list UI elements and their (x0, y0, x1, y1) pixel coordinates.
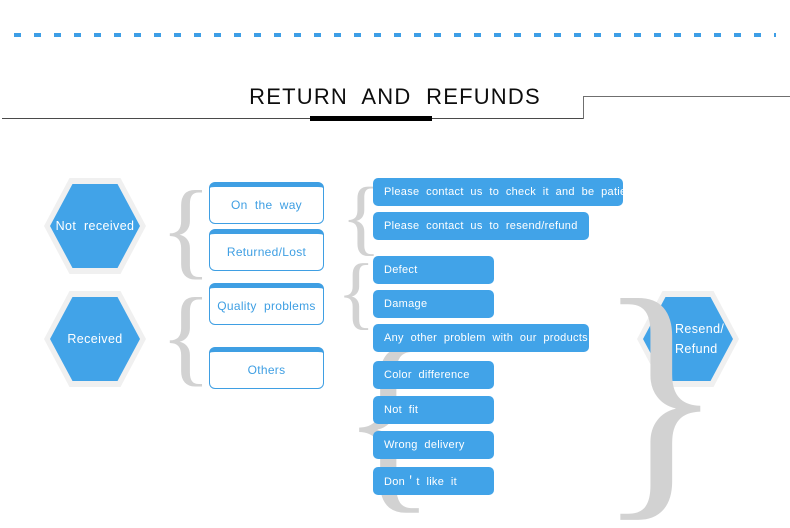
category-box-returned-lost[interactable]: Returned/Lost (209, 229, 324, 271)
issue-label: Not fit (384, 404, 419, 416)
category-label: Returned/Lost (226, 245, 307, 259)
brace-quality-issues: { (337, 253, 375, 333)
issue-box-wrong-delivery[interactable]: Wrong delivery (373, 431, 494, 459)
issue-box-dont-like-it[interactable]: Don＇t like it (373, 467, 494, 495)
action-label: Please contact us to check it and be pat… (384, 186, 637, 198)
issue-label: Damage (384, 298, 428, 310)
hexagon-received-label: Received (67, 332, 123, 346)
category-label: Quality problems (217, 299, 316, 313)
issue-label: Color difference (384, 369, 470, 381)
top-dotted-divider (14, 33, 776, 37)
issue-label: Wrong delivery (384, 439, 465, 451)
title-underline-right (583, 96, 790, 97)
brace-glyph: { (160, 277, 212, 396)
title-underline-step (583, 96, 584, 119)
resend-refund-line2: Refund (674, 342, 718, 356)
issue-label: Any other problem with our products (384, 332, 588, 344)
brace-resolution: { (596, 245, 725, 528)
hexagon-resend-refund[interactable]: Resend/ Refund (643, 297, 733, 381)
category-label: Others (247, 363, 286, 377)
issue-label: Defect (384, 264, 418, 276)
title-underline-left (2, 118, 584, 119)
action-box-contact-check[interactable]: Please contact us to check it and be pat… (373, 178, 636, 206)
issue-box-damage[interactable]: Damage (373, 290, 494, 318)
hexagon-not-received[interactable]: Not received (50, 184, 140, 268)
action-box-contact-resend[interactable]: Please contact us to resend/refund (373, 212, 589, 240)
brace-glyph: { (596, 245, 725, 528)
hexagon-not-received-label: Not received (55, 219, 135, 233)
brace-glyph: { (337, 249, 376, 337)
title-accent-bar (310, 116, 432, 121)
action-label: Please contact us to resend/refund (384, 220, 578, 232)
hexagon-received[interactable]: Received (50, 297, 140, 381)
brace-not-received: { (160, 176, 212, 284)
category-label: On the way (231, 198, 302, 212)
brace-glyph: { (160, 170, 212, 289)
issue-box-not-fit[interactable]: Not fit (373, 396, 494, 424)
issue-box-defect[interactable]: Defect (373, 256, 494, 284)
resend-refund-line1: Resend/ (674, 322, 725, 336)
category-box-on-the-way[interactable]: On the way (209, 182, 324, 224)
issue-box-any-other-problem[interactable]: Any other problem with our products (373, 324, 589, 352)
issue-label: Don＇t like it (384, 476, 457, 488)
category-box-quality-problems[interactable]: Quality problems (209, 283, 324, 325)
brace-received: { (160, 283, 212, 391)
issue-box-color-difference[interactable]: Color difference (373, 361, 494, 389)
page-title: RETURN AND REFUNDS (249, 84, 541, 109)
category-box-others[interactable]: Others (209, 347, 324, 389)
hexagon-resend-refund-label: Resend/ Refund (652, 299, 725, 379)
